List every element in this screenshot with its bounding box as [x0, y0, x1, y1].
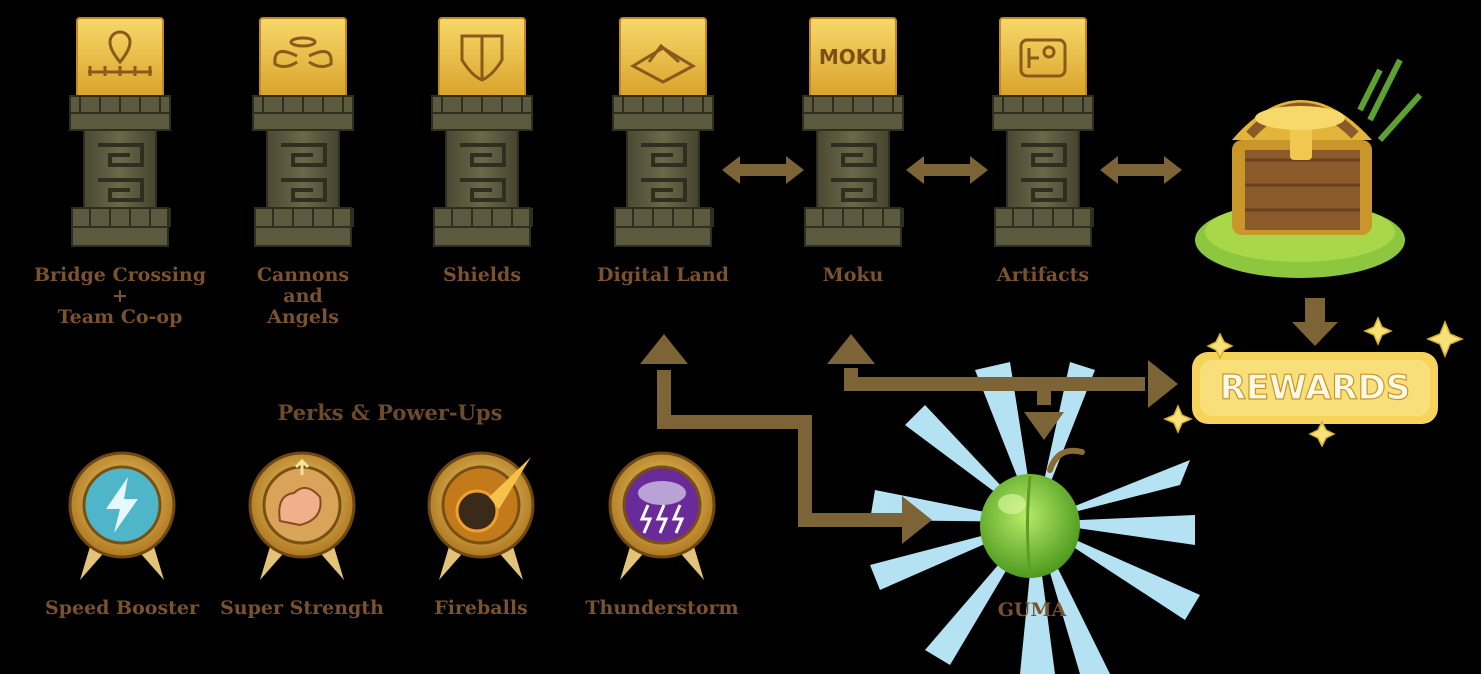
pillar-label-2: Cannons and Angels [256, 264, 350, 328]
sparkle-icon [1426, 320, 1464, 358]
pillar-5: MOKU [802, 17, 904, 247]
pillar-1 [69, 17, 171, 247]
arrowhead-up-moku [827, 334, 875, 364]
pillar-2 [252, 17, 354, 247]
arrowhead-down-guma [1024, 412, 1064, 440]
guma-label: GUMA [998, 599, 1067, 621]
sparkle-icon [1363, 316, 1393, 346]
sparkle-icon [1206, 332, 1234, 360]
pillar-label-5: Moku [822, 264, 884, 286]
pillar-label-1: Bridge Crossing + Team Co-op [33, 264, 207, 328]
moku-stone-text: MOKU [819, 45, 887, 69]
pillar-label-6: Artifacts [996, 264, 1090, 286]
perk-label-4: Thunderstorm [585, 597, 739, 619]
arrow-digital-land-moku [722, 156, 804, 184]
perk-label-1: Speed Booster [44, 597, 200, 619]
storm-cloud-icon [638, 481, 686, 534]
perk-label-3: Fireballs [434, 597, 528, 619]
perk-medal-1 [68, 451, 176, 580]
pillar-3 [431, 17, 533, 247]
angel-wings-icon [273, 36, 333, 69]
shield-icon [460, 34, 504, 82]
moku-text-icon: MOKU [819, 45, 887, 69]
treasure-chest-icon [1195, 58, 1423, 278]
mountain-land-icon [629, 43, 697, 84]
pillar-label-3: Shields [442, 264, 522, 286]
perk-label-2: Super Strength [220, 597, 384, 619]
bridge-pin-icon [88, 30, 152, 76]
flow-arrow-digital-land-guma [657, 370, 905, 527]
arrowhead-right-guma [902, 496, 932, 544]
pillar-4 [612, 17, 714, 247]
perks-title: Perks & Power-Ups [277, 400, 503, 425]
sparkle-icon [1308, 420, 1336, 448]
flow-arrow-moku-rewards [844, 368, 1145, 405]
arrow-artifacts-chest [1100, 156, 1182, 184]
lightning-bolt-icon [106, 477, 138, 533]
perk-medal-4 [608, 451, 716, 580]
arrow-moku-artifacts [906, 156, 988, 184]
flexed-arm-icon [278, 458, 322, 527]
guma-fruit-icon [980, 447, 1085, 578]
perk-medal-3 [427, 451, 535, 580]
rewards-banner: REWARDS [1163, 316, 1464, 448]
perk-medal-2 [248, 451, 356, 580]
pillar-6 [992, 17, 1094, 247]
sparkle-icon [1163, 404, 1193, 434]
fireball-icon [455, 457, 531, 533]
arrowhead-right-rewards [1148, 360, 1178, 408]
arrowhead-up-digital-land [640, 334, 688, 364]
pillar-label-4: Digital Land [597, 264, 729, 286]
artifact-glyph-icon [1019, 38, 1067, 78]
rewards-label: REWARDS [1220, 368, 1411, 408]
arrow-chest-rewards [1292, 298, 1338, 346]
